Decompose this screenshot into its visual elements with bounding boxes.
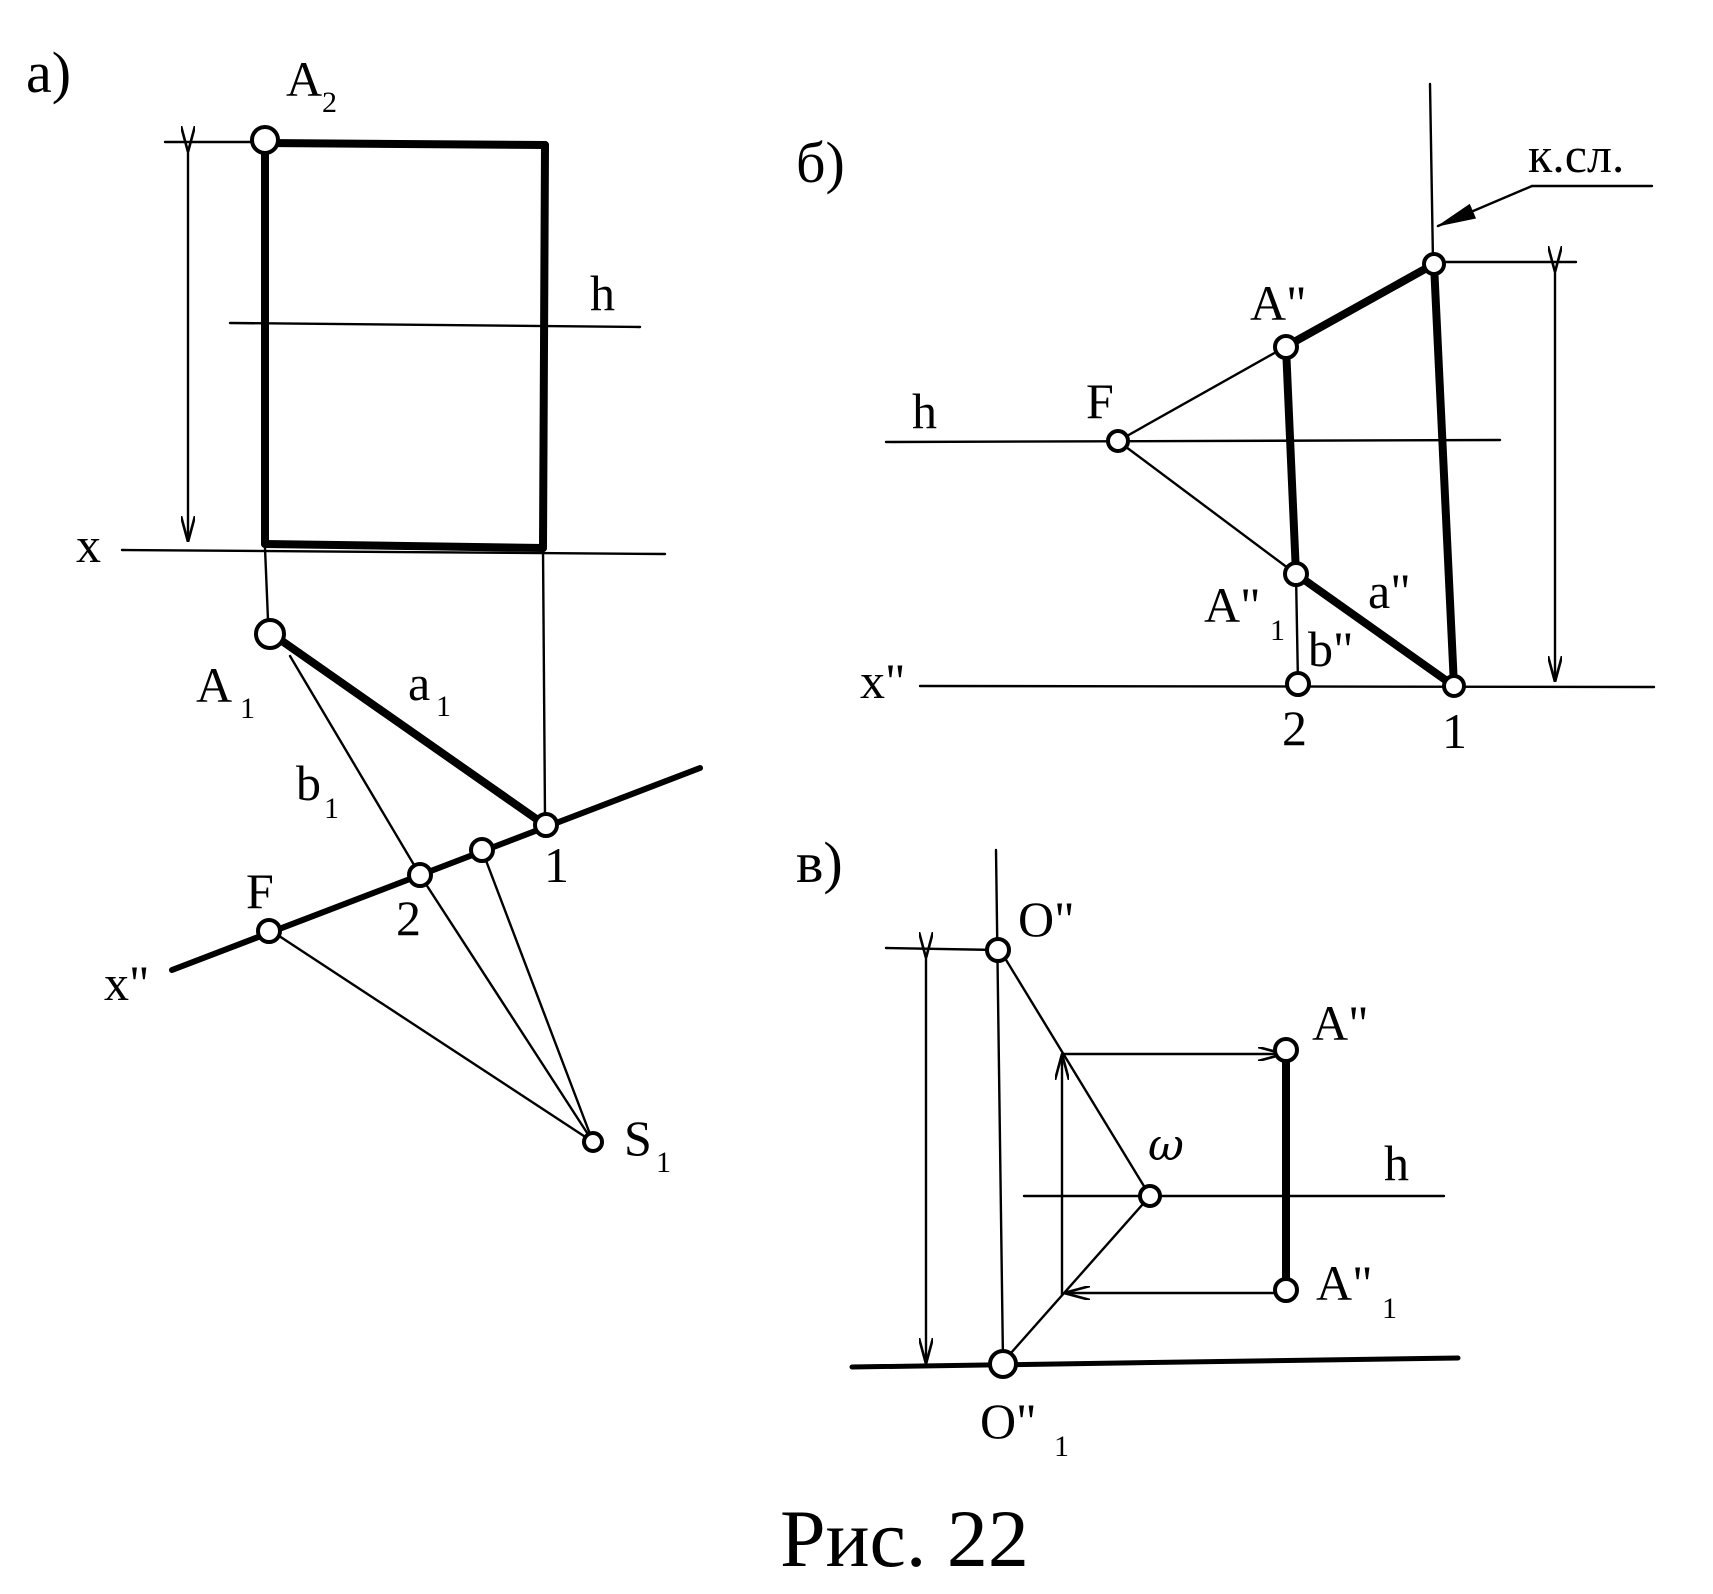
ray-F-S1	[268, 928, 595, 1144]
label-O-v: O"	[1018, 891, 1075, 947]
label-2-b: 2	[1282, 700, 1307, 756]
label-A2: A	[286, 51, 322, 107]
label-1-b: 1	[1442, 703, 1467, 759]
panel-b: б) к.сл. A" F h A"	[796, 82, 1656, 759]
label-a-dd: a"	[1368, 563, 1411, 619]
point-O1-v	[988, 1349, 1018, 1379]
segment-b-dd	[1294, 572, 1300, 686]
panel-a: а) A 2 h x	[26, 40, 703, 1179]
label-O1-v: O"	[980, 1393, 1037, 1449]
label-A-v: A"	[1312, 995, 1369, 1051]
label-A1-sub: 1	[240, 692, 255, 725]
point-A1	[254, 618, 286, 650]
h-line-a	[228, 321, 642, 329]
ray-O-omega	[998, 948, 1152, 1198]
projection-line-1	[541, 546, 547, 820]
point-A1-v	[1273, 1277, 1299, 1303]
label-S1-sub: 1	[656, 1146, 671, 1179]
label-A-b: A"	[1250, 275, 1307, 331]
label-ksl: к.сл.	[1528, 127, 1624, 183]
panel-v-tag: в)	[796, 830, 843, 895]
rect-top-edge	[261, 139, 549, 149]
projection-line-A	[263, 546, 270, 622]
top-extension-line-v	[884, 946, 1000, 952]
label-A2-sub: 2	[322, 86, 337, 119]
leader-arrow-b	[1436, 184, 1534, 228]
baseline-v	[849, 1355, 1461, 1370]
label-F-b: F	[1086, 373, 1114, 429]
ray-3-S1	[480, 848, 595, 1144]
segment-a1	[268, 630, 549, 829]
label-a1: a	[408, 655, 430, 711]
segment-b1	[288, 654, 422, 877]
label-A1-v: A"	[1316, 1255, 1373, 1311]
edge-A-A1	[1282, 343, 1300, 578]
label-F-a: F	[246, 863, 274, 919]
label-S1: S	[624, 1110, 652, 1166]
point-top-b	[1422, 252, 1446, 276]
point-A1-b	[1283, 561, 1309, 587]
point-2-a	[407, 862, 433, 888]
point-1-a	[533, 812, 559, 838]
panel-v: в) O" A" ω h A" 1 O" 1	[796, 830, 1461, 1463]
rect-right-edge	[539, 141, 549, 552]
point-F-b	[1106, 429, 1130, 453]
label-A1: A	[196, 657, 232, 713]
label-A1-v-sub: 1	[1382, 1292, 1397, 1325]
label-b1-sub: 1	[324, 792, 339, 825]
ray-F-A1	[1116, 439, 1298, 576]
edge-A-top	[1281, 260, 1438, 351]
vertical-axis-v	[994, 848, 1005, 1364]
point-A-b	[1273, 334, 1299, 360]
ray-2-S1	[418, 873, 595, 1144]
vertical-line-b	[1428, 82, 1435, 264]
point-F-a	[256, 918, 282, 944]
label-b1: b	[296, 755, 321, 811]
label-x-a: x	[76, 517, 101, 573]
point-A2	[250, 125, 280, 155]
point-A-v	[1273, 1037, 1299, 1063]
point-omega	[1138, 1184, 1162, 1208]
panel-a-tag: а)	[26, 40, 71, 105]
figure-caption: Рис. 22	[780, 1493, 1029, 1584]
point-S1	[582, 1131, 604, 1153]
panel-b-tag: б)	[796, 130, 845, 195]
label-omega: ω	[1148, 1120, 1184, 1171]
label-x-dd-a: x"	[104, 955, 149, 1011]
point-O-v	[985, 937, 1011, 963]
label-2-a: 2	[396, 890, 421, 946]
ray-omega-O1	[1001, 1194, 1152, 1364]
label-h-a: h	[590, 265, 615, 321]
label-A1-b-sub: 1	[1270, 614, 1285, 647]
edge-right-vertical	[1430, 260, 1458, 690]
h-line-b	[884, 438, 1502, 444]
point-2-b	[1285, 671, 1311, 697]
segment-a-dd	[1292, 570, 1458, 690]
label-A1-b: A"	[1204, 577, 1261, 633]
label-1-a: 1	[544, 837, 569, 893]
label-x-dd-b: x"	[860, 653, 905, 709]
ray-F-A	[1116, 345, 1287, 443]
x-axis-a	[120, 548, 667, 556]
label-h-v: h	[1384, 1135, 1409, 1191]
label-h-b: h	[912, 383, 937, 439]
point-1-b	[1442, 674, 1466, 698]
label-b-dd: b"	[1308, 621, 1353, 677]
label-O1-v-sub: 1	[1054, 1430, 1069, 1463]
rect-bottom-edge	[261, 540, 547, 552]
label-a1-sub: 1	[436, 690, 451, 723]
point-3-a	[469, 837, 495, 863]
